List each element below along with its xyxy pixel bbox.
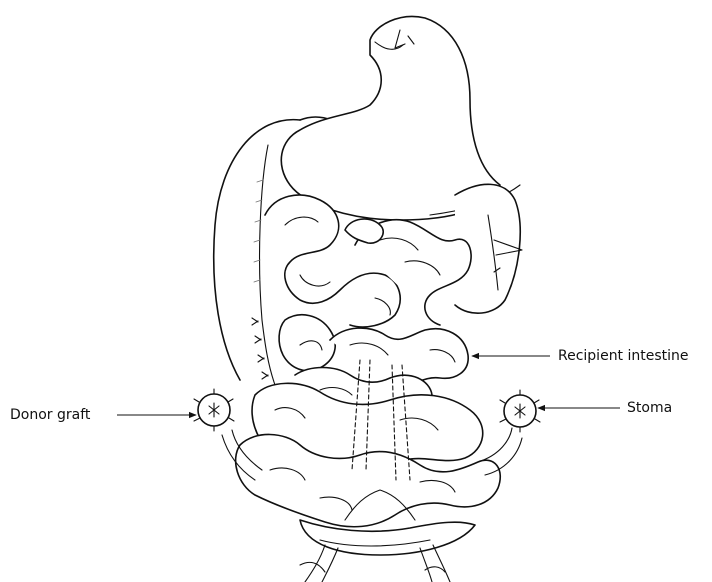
donor-graft-label: Donor graft	[10, 407, 90, 423]
recipient-intestine-label: Recipient intestine	[558, 348, 689, 364]
stoma-label: Stoma	[627, 400, 672, 416]
